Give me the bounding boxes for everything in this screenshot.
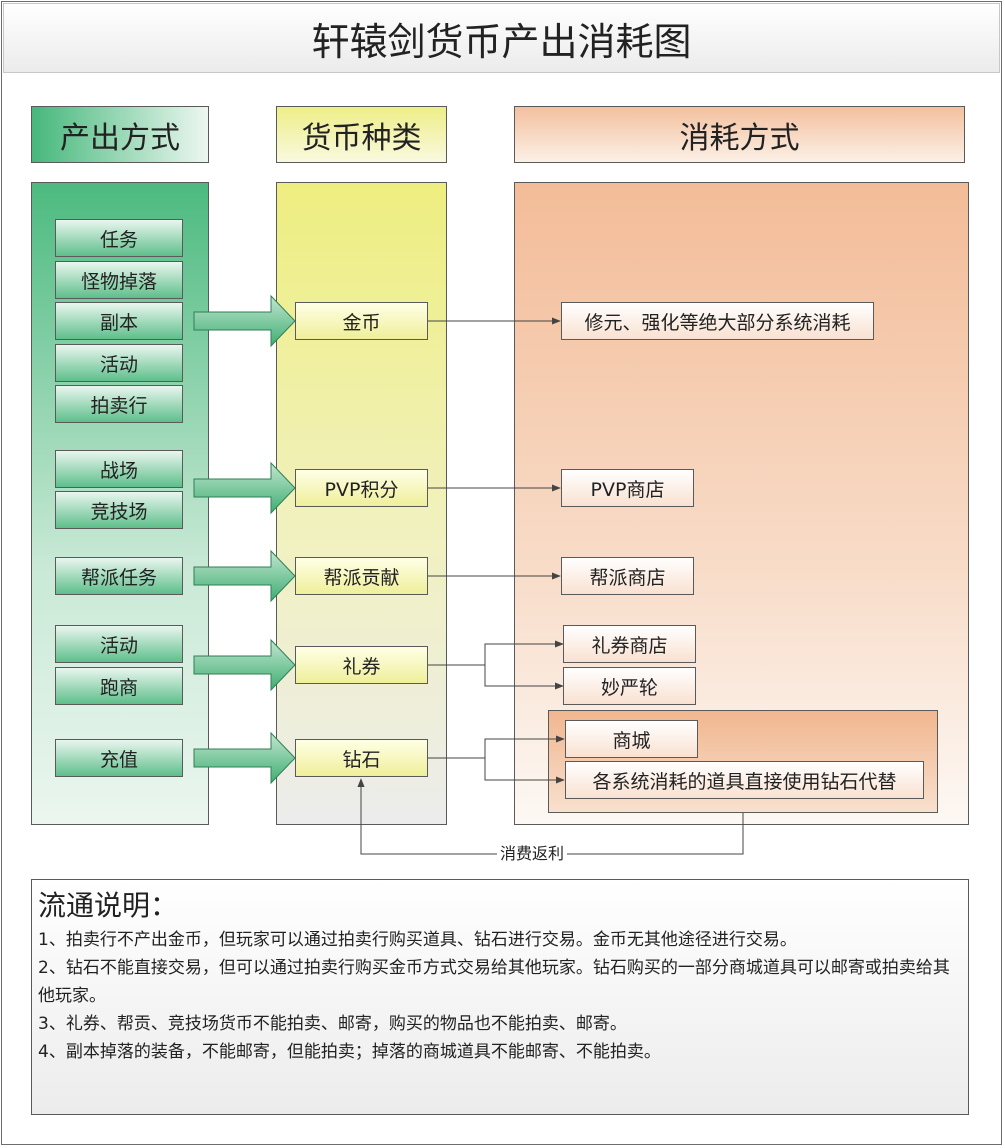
- production-item: 活动: [55, 344, 183, 382]
- currency-diamond: 钻石: [295, 739, 428, 777]
- currency-pvp-points: PVP积分: [295, 469, 428, 507]
- consumption-item: 帮派商店: [561, 557, 694, 595]
- header-production: 产出方式: [31, 106, 209, 163]
- production-item: 活动: [55, 625, 183, 663]
- note-line: 3、礼券、帮贡、竞技场货币不能拍卖、邮寄，购买的物品也不能拍卖、邮寄。: [38, 1014, 627, 1034]
- notes-title: 流通说明：: [38, 889, 179, 922]
- production-item: 副本: [55, 302, 183, 340]
- link-voucher-shop: [428, 640, 564, 666]
- consumption-item: PVP商店: [561, 469, 694, 507]
- note-line: 1、拍卖行不产出金币，但玩家可以通过拍卖行购买道具、钻石进行交易。金币无其他途径…: [38, 930, 797, 950]
- flow-arrow-pvp: [193, 461, 296, 515]
- flow-arrow-voucher: [193, 638, 296, 692]
- link-diamond-substitute: [484, 758, 565, 784]
- production-item: 战场: [55, 450, 183, 488]
- header-currency: 货币种类: [276, 106, 447, 163]
- consumption-item: 商城: [565, 720, 698, 758]
- consumption-item: 妙严轮: [563, 667, 696, 705]
- consumption-item: 各系统消耗的道具直接使用钻石代替: [565, 761, 924, 799]
- link-diamond-mall: [428, 735, 565, 759]
- production-item: 竞技场: [55, 491, 183, 529]
- header-consumption: 消耗方式: [514, 106, 965, 163]
- consumption-item: 修元、强化等绝大部分系统消耗: [561, 302, 874, 340]
- production-item: 充值: [55, 739, 183, 777]
- diagram-title: 轩辕剑货币产出消耗图: [3, 3, 1000, 73]
- production-item: 帮派任务: [55, 557, 183, 595]
- currency-gold: 金币: [295, 302, 428, 340]
- circulation-notes: 流通说明： 1、拍卖行不产出金币，但玩家可以通过拍卖行购买道具、钻石进行交易。金…: [31, 879, 969, 1115]
- refund-label: 消费返利: [497, 843, 568, 865]
- production-item: 任务: [55, 219, 183, 257]
- production-item: 拍卖行: [55, 385, 183, 423]
- flow-arrow-guild: [193, 549, 296, 603]
- currency-guild-contribution: 帮派贡献: [295, 557, 428, 595]
- production-item: 怪物掉落: [55, 261, 183, 299]
- note-line: 2、钻石不能直接交易，但可以通过拍卖行购买金币方式交易给其他玩家。钻石购买的一部…: [38, 958, 950, 1006]
- currency-voucher: 礼券: [295, 646, 428, 684]
- production-item: 跑商: [55, 667, 183, 705]
- consumption-item: 礼券商店: [563, 625, 696, 663]
- flow-arrow-diamond: [193, 731, 296, 785]
- link-voucher-wheel: [484, 665, 564, 690]
- flow-arrow-gold: [193, 294, 296, 348]
- note-line: 4、副本掉落的装备，不能邮寄，但能拍卖；掉落的商城道具不能邮寄、不能拍卖。: [38, 1042, 661, 1062]
